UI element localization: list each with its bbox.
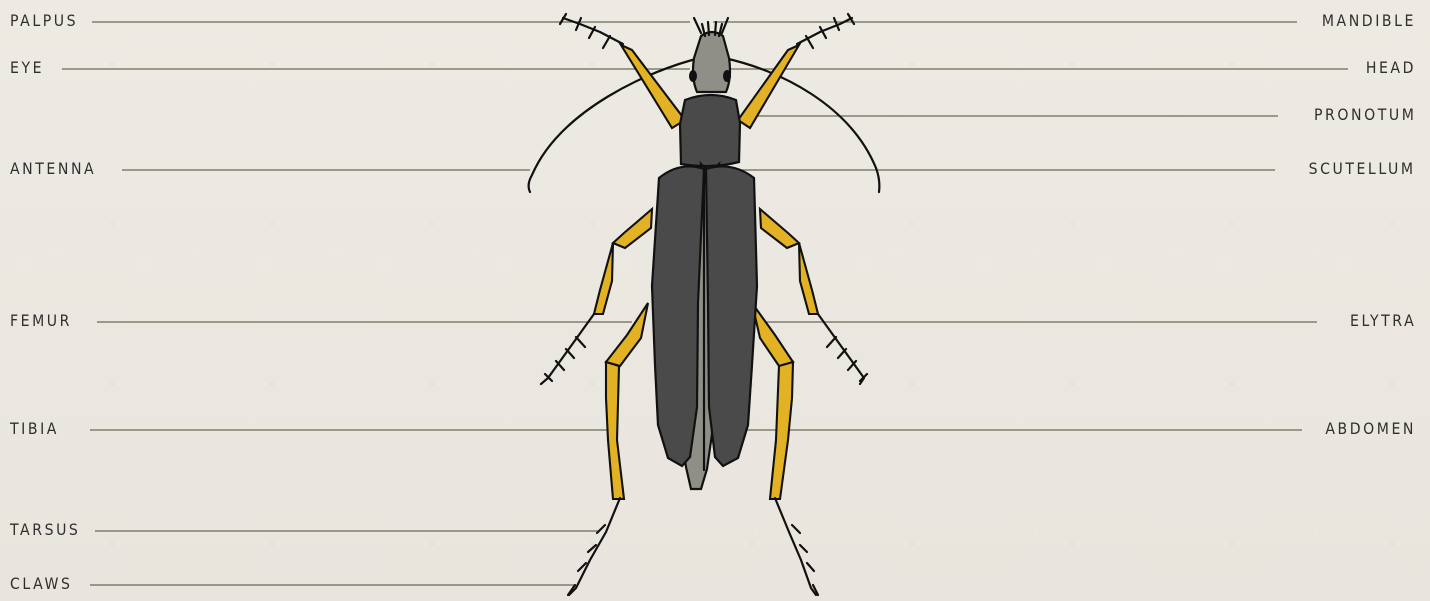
label-eye: EYE <box>10 60 44 76</box>
label-tarsus: TARSUS <box>10 522 80 538</box>
left-hind-femur <box>606 303 648 366</box>
label-mandible: MANDIBLE <box>1322 13 1416 29</box>
right-hind-claws <box>792 525 818 595</box>
label-palpus: PALPUS <box>10 13 78 29</box>
right-elytron <box>706 166 757 466</box>
pronotum <box>680 95 740 166</box>
left-mid-tarsus <box>541 314 594 384</box>
left-hind-tibia <box>606 362 624 499</box>
right-hind-tarsus <box>775 498 816 595</box>
label-scutellum: SCUTELLUM <box>1309 161 1416 177</box>
beetle <box>529 14 880 595</box>
beetle-head <box>693 32 730 92</box>
right-mid-femur <box>760 209 799 248</box>
right-eye <box>723 70 731 82</box>
label-tibia: TIBIA <box>10 421 59 437</box>
palps <box>694 18 728 33</box>
label-abdomen: ABDOMEN <box>1325 421 1416 437</box>
label-elytra: ELYTRA <box>1350 313 1416 329</box>
label-antenna: ANTENNA <box>10 161 96 177</box>
right-hind-femur <box>752 303 793 366</box>
left-mid-femur <box>613 209 652 248</box>
label-pronotum: PRONOTUM <box>1314 107 1416 123</box>
right-mid-tarsus <box>818 314 864 384</box>
label-femur: FEMUR <box>10 313 72 329</box>
left-mid-tibia <box>594 243 613 314</box>
label-claws: CLAWS <box>10 576 72 592</box>
left-front-leg <box>621 45 685 128</box>
right-front-tarsus-claws <box>806 14 854 48</box>
right-mid-tibia <box>799 243 818 314</box>
label-head: HEAD <box>1366 60 1416 76</box>
left-eye <box>689 70 697 82</box>
